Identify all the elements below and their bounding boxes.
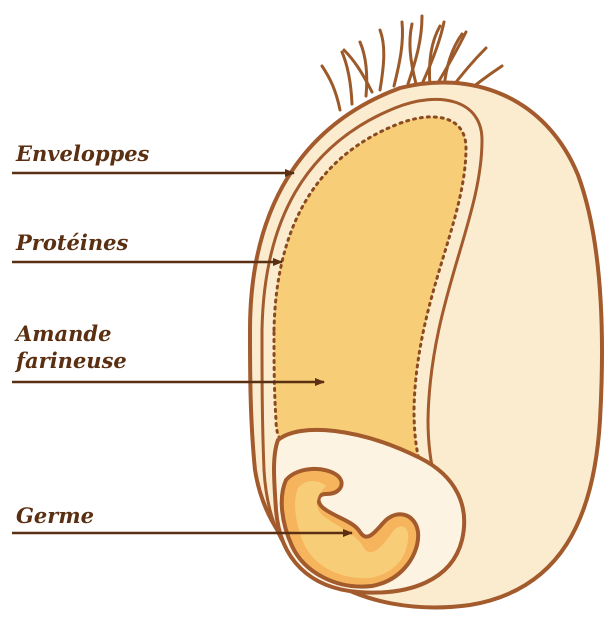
label-proteins: Protéines xyxy=(16,229,128,256)
label-endosperm-line1: Amande xyxy=(16,320,111,347)
label-endosperm-line2: farineuse xyxy=(16,347,127,374)
label-germ: Germe xyxy=(16,502,94,529)
label-envelope: Enveloppes xyxy=(16,140,149,167)
